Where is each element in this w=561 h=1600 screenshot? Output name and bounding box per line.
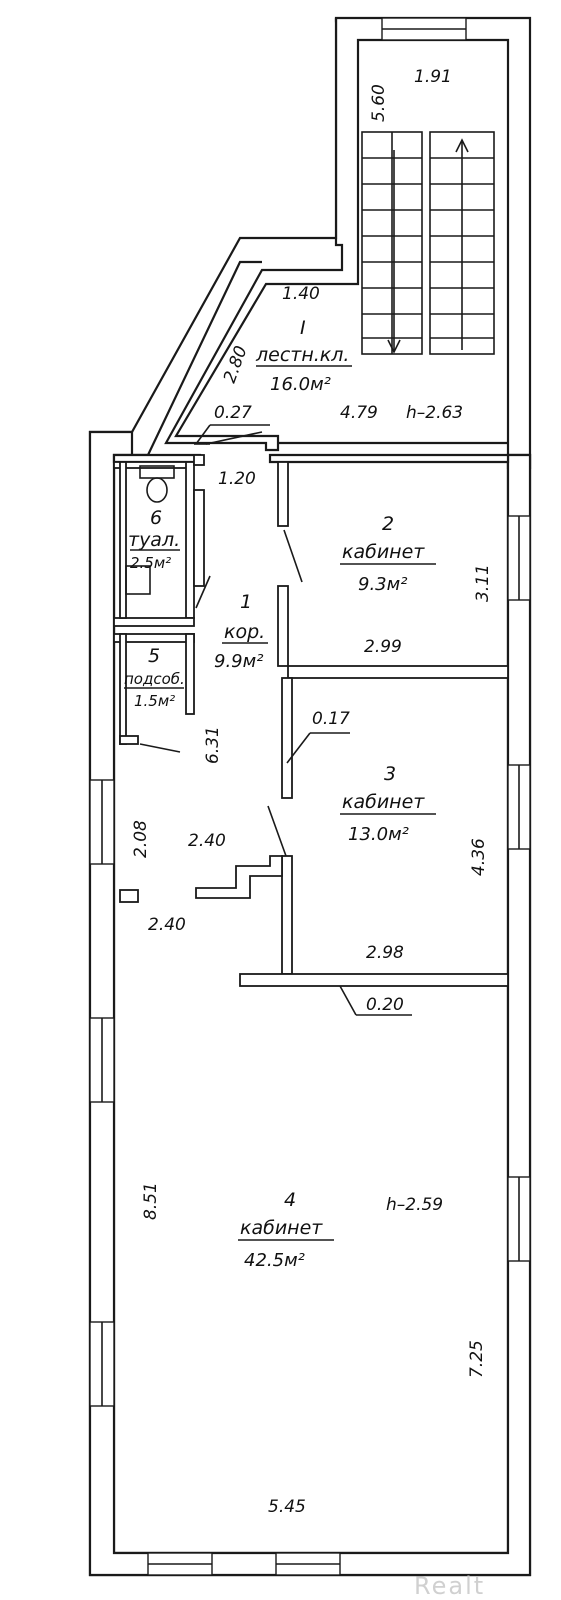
main-block-top-wall (112, 453, 202, 464)
watermark: Realt (414, 1572, 485, 1600)
storage-area: 1.5м² (134, 692, 175, 710)
room4-area: 42.5м² (244, 1250, 305, 1271)
dim-room3-width: 2.98 (366, 943, 404, 963)
dim-stair-bottom: 4.79 (340, 403, 378, 423)
dim-corr-240b: 2.40 (148, 915, 186, 935)
room4-name: кабинет (240, 1217, 323, 1239)
dim-room3-height: 4.36 (469, 838, 489, 876)
interior-walls (113, 454, 509, 987)
corridor-number: 1 (240, 591, 252, 613)
dim-wall-017: 0.17 (312, 709, 350, 729)
dim-room2-height: 3.11 (473, 564, 493, 602)
dim-room4-width: 5.45 (268, 1497, 306, 1517)
main-block-outer-wall (88, 430, 532, 1577)
dim-corr-240a: 2.40 (188, 831, 226, 851)
room4-number: 4 (284, 1189, 296, 1211)
leader-lines (195, 424, 412, 1016)
toilet-area: 2.5м² (130, 554, 171, 572)
door-swings (139, 431, 303, 857)
storage-name: подсоб. (124, 670, 185, 688)
height-top: h–2.63 (406, 403, 463, 423)
toilet-name: туал. (128, 529, 180, 551)
dim-corr-top: 1.20 (218, 469, 256, 489)
staircase (361, 131, 495, 355)
dim-room2-width: 2.99 (364, 637, 402, 657)
storage-number: 5 (148, 645, 160, 667)
dim-corr-length: 6.31 (203, 726, 223, 764)
dim-room4-height-right: 7.25 (467, 1340, 487, 1378)
stair-tower-outer-wall (164, 16, 532, 470)
stair-room-number: I (300, 317, 306, 339)
room2-number: 2 (382, 513, 394, 535)
dim-wall-020: 0.20 (366, 995, 404, 1015)
stair-room-name: лестн.кл. (255, 344, 349, 366)
room3-name: кабинет (342, 791, 425, 813)
angled-outer-wall (88, 18, 532, 1577)
corridor-area: 9.9м² (214, 651, 263, 672)
dim-wall-027: 0.27 (214, 403, 252, 423)
room2-area: 9.3м² (358, 574, 407, 595)
dim-landing-width: 1.40 (282, 284, 320, 304)
corridor-name: кор. (224, 621, 265, 643)
height-bottom: h–2.59 (386, 1195, 443, 1215)
room2-name: кабинет (342, 541, 425, 563)
room3-area: 13.0м² (348, 824, 409, 845)
room3-number: 3 (384, 763, 396, 785)
dim-stair-top-width: 1.91 (414, 67, 452, 87)
dim-left-208: 2.08 (131, 820, 151, 858)
dim-stair-length: 5.60 (369, 84, 389, 122)
toilet-number: 6 (150, 507, 162, 529)
stair-room-area: 16.0м² (270, 374, 331, 395)
main-block-top-right-wall (268, 453, 510, 464)
dim-room4-height-left: 8.51 (141, 1182, 161, 1220)
